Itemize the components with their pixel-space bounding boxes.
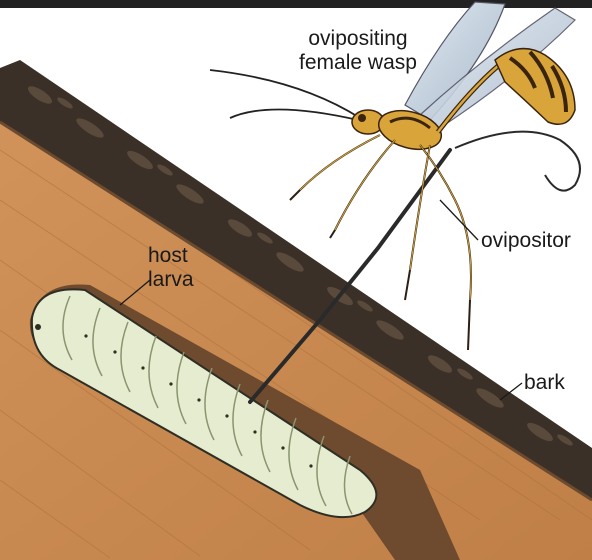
label-ovipositing-female-wasp: ovipositing female wasp bbox=[278, 27, 438, 75]
label-larva-line2: larva bbox=[148, 268, 194, 292]
label-bark: bark bbox=[524, 371, 565, 395]
label-larva-line1: host bbox=[148, 244, 194, 268]
ovipositor-leader bbox=[440, 200, 478, 240]
label-host-larva: host larva bbox=[148, 244, 194, 292]
label-ovipositor: ovipositor bbox=[481, 229, 571, 253]
label-wasp-line2: female wasp bbox=[278, 51, 438, 75]
label-wasp-line1: ovipositing bbox=[278, 27, 438, 51]
ovipositor-sheath bbox=[455, 132, 580, 191]
